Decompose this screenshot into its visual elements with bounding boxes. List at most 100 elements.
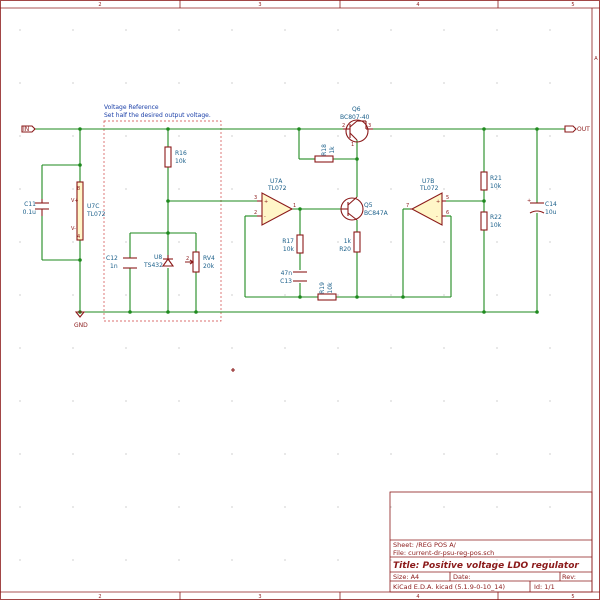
grid-dot xyxy=(178,453,180,455)
grid-dot xyxy=(496,135,498,137)
r20-value: 1k xyxy=(344,238,352,245)
rv4-ref: RV4 xyxy=(203,255,215,262)
grid-dot xyxy=(496,241,498,243)
r19-value: 10k xyxy=(327,282,334,294)
grid-dot xyxy=(549,294,551,296)
grid-dots xyxy=(19,29,551,561)
grid-dot xyxy=(284,135,286,137)
grid-dot xyxy=(443,135,445,137)
grid-dot xyxy=(549,453,551,455)
reference-note-title: Voltage Reference xyxy=(104,104,159,111)
grid-dot xyxy=(178,29,180,31)
grid-dot xyxy=(284,506,286,508)
q6-pin1: 1 xyxy=(351,142,354,148)
grid-dot xyxy=(443,347,445,349)
grid-dot xyxy=(284,188,286,190)
grid-dot xyxy=(125,29,127,31)
net-label-gnd: GND xyxy=(74,322,88,329)
grid-dot xyxy=(19,294,21,296)
u7b-pin5: 5 xyxy=(446,195,449,201)
grid-dot xyxy=(284,400,286,402)
grid-dot xyxy=(496,559,498,561)
out-port-icon xyxy=(564,125,577,133)
grid-dot xyxy=(125,506,127,508)
grid-dot xyxy=(125,294,127,296)
title-block-size: Size: A4 xyxy=(393,573,419,581)
grid-dot xyxy=(390,135,392,137)
grid-dot xyxy=(231,559,233,561)
r16-ref: R16 xyxy=(175,150,187,157)
title-block: Sheet: /REG POS A/ File: current-dr-psu-… xyxy=(389,491,593,593)
col-label-3-bottom: 3 xyxy=(258,594,261,600)
grid-dot xyxy=(390,453,392,455)
c12-value: 1n xyxy=(110,263,118,270)
capacitor-c12: C12 1n xyxy=(106,255,137,270)
u7c-pin4: 4 xyxy=(77,234,80,240)
grid-dot xyxy=(390,241,392,243)
grid-dot xyxy=(390,294,392,296)
grid-dot xyxy=(443,559,445,561)
grid-dot xyxy=(443,29,445,31)
u8-ref: U8 xyxy=(154,254,162,261)
net-label-out: OUT xyxy=(577,126,590,133)
c13-ref: C13 xyxy=(280,278,292,285)
grid-dot xyxy=(443,294,445,296)
grid-dot xyxy=(337,82,339,84)
transistor-q6: 2 3 1 Q6 BC807-40 xyxy=(340,106,373,148)
grid-dot xyxy=(390,400,392,402)
u7a-pin1: 1 xyxy=(293,203,296,209)
c14-polarity: + xyxy=(527,198,531,204)
grid-dot xyxy=(72,400,74,402)
col-label-2-bottom: 2 xyxy=(98,594,101,600)
rv4-value: 20k xyxy=(203,263,215,270)
grid-dot xyxy=(231,241,233,243)
title-block-file: File: current-dr-psu-reg-pos.sch xyxy=(393,549,494,557)
u7b-value: TL072 xyxy=(419,185,439,192)
u7c-value: TL072 xyxy=(86,211,106,218)
grid-dot xyxy=(549,559,551,561)
grid-dot xyxy=(178,241,180,243)
grid-dot xyxy=(19,135,21,137)
grid-dot xyxy=(284,241,286,243)
r21-value: 10k xyxy=(490,183,502,190)
u7c-vminus: V- xyxy=(71,226,76,232)
capacitor-c14: + C14 10u xyxy=(527,198,557,216)
c13-value: 47n xyxy=(281,270,293,277)
reference-note-body: Set half the desired output voltage. xyxy=(104,112,211,119)
grid-dot xyxy=(178,188,180,190)
u7a-ref: U7A xyxy=(270,178,283,185)
net-labels: IN OUT GND xyxy=(21,125,590,329)
grid-dot xyxy=(72,453,74,455)
grid-dot xyxy=(125,188,127,190)
title-block-tool: KiCad E.D.A. kicad (5.1.9-0-10_14) xyxy=(393,583,505,591)
grid-dot xyxy=(125,453,127,455)
grid-dot xyxy=(72,294,74,296)
in-port-icon xyxy=(21,125,36,133)
title-block-sheet: Sheet: /REG POS A/ xyxy=(393,541,457,549)
c11-value: 0.1u xyxy=(23,209,37,216)
title-block-title: Title: Positive voltage LDO regulator xyxy=(393,561,579,571)
grid-dot xyxy=(125,347,127,349)
u8-value: TS432 xyxy=(143,262,163,269)
resistor-r17: R17 10k xyxy=(282,234,304,254)
resistor-r20: 1k R20 xyxy=(339,231,361,253)
grid-dot xyxy=(496,29,498,31)
voltage-reference-block: Voltage Reference Set half the desired o… xyxy=(103,104,222,322)
reference-dashed-box xyxy=(103,120,222,322)
reference-u8: U8 TS432 xyxy=(143,254,175,269)
grid-dot xyxy=(496,82,498,84)
grid-dot xyxy=(496,400,498,402)
grid-dot xyxy=(337,241,339,243)
grid-dot xyxy=(231,294,233,296)
q6-pin3: 3 xyxy=(368,123,371,129)
grid-dot xyxy=(284,82,286,84)
grid-dot xyxy=(178,135,180,137)
grid-dot xyxy=(19,241,21,243)
grid-dot xyxy=(549,82,551,84)
grid-dot xyxy=(72,559,74,561)
grid-dot xyxy=(284,453,286,455)
resistor-r19: R19 10k xyxy=(317,282,337,301)
